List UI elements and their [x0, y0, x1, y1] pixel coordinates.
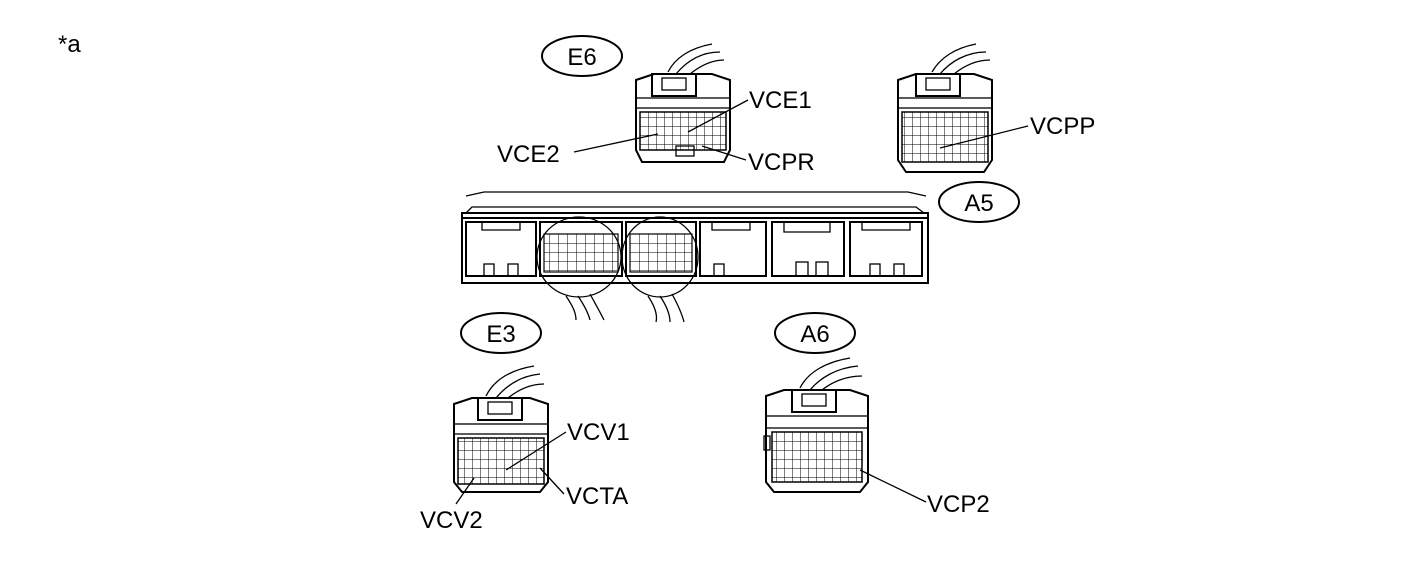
connector-body-e3 [453, 365, 549, 493]
connector-label-oval-e6 [541, 35, 623, 77]
pin-label-vcv1: VCV1 [567, 419, 630, 446]
connector-a6: A6 [763, 312, 869, 493]
pin-label-vcpr: VCPR [748, 149, 815, 176]
connector-a5: A5 [897, 43, 1020, 223]
connector-e3: E3 [453, 312, 549, 493]
pin-label-vce1: VCE1 [749, 87, 812, 114]
connector-label-a5: A5 [964, 190, 993, 217]
pin-label-vcta: VCTA [566, 483, 628, 510]
figure-marker: *a [58, 31, 81, 58]
pin-label-vcpp: VCPP [1030, 113, 1095, 140]
connector-label-e3: E3 [486, 321, 515, 348]
connector-label-oval-a6 [774, 312, 856, 354]
connector-label-a6: A6 [800, 321, 829, 348]
pin-label-vcp2: VCP2 [927, 491, 990, 518]
connector-body-a5 [897, 43, 993, 173]
connector-body-a6 [763, 357, 869, 493]
connector-label-oval-a5 [938, 181, 1020, 223]
connector-label-oval-e3 [460, 312, 542, 354]
pin-label-vcv2: VCV2 [420, 507, 483, 534]
connector-label-e6: E6 [567, 44, 596, 71]
ecu-connector-block [461, 191, 929, 323]
pin-label-vce2: VCE2 [497, 141, 560, 168]
connector-e6: E6 [541, 35, 731, 163]
connector-body-e6 [635, 43, 731, 163]
